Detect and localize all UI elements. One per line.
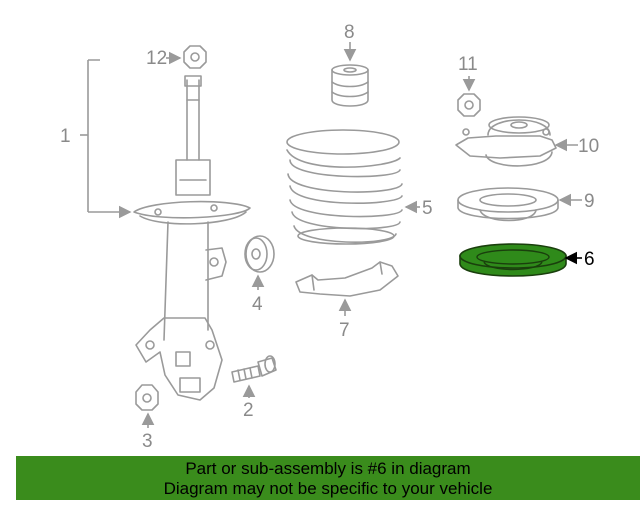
callout-6[interactable]: 6 [584, 249, 595, 270]
callout-1[interactable]: 1 [60, 126, 71, 147]
insulator-7-part[interactable] [295, 261, 399, 297]
callout-3[interactable]: 3 [142, 431, 153, 452]
callout-7[interactable]: 7 [339, 320, 350, 341]
coil-spring-5-part[interactable] [286, 129, 403, 245]
bushing-4-part[interactable] [244, 235, 275, 273]
callout-12[interactable]: 12 [146, 48, 167, 69]
nut-11-part[interactable] [457, 93, 481, 117]
nut-12-part[interactable] [183, 45, 207, 69]
strut-assembly-part[interactable] [133, 75, 251, 401]
parts-diagram: 1 12 2 3 4 5 [60, 22, 599, 452]
strut-mount-10-part[interactable] [455, 116, 557, 167]
banner-line-1: Part or sub-assembly is #6 in diagram [185, 459, 471, 478]
nut-3-part[interactable] [135, 384, 159, 411]
bump-stop-8-part[interactable] [331, 64, 369, 107]
callout-4[interactable]: 4 [252, 294, 263, 315]
callout-5[interactable]: 5 [422, 198, 433, 219]
info-banner: Part or sub-assembly is #6 in diagram Di… [16, 456, 640, 500]
bolt-2-part[interactable] [231, 355, 277, 383]
callout-2[interactable]: 2 [243, 400, 254, 421]
callout-8[interactable]: 8 [344, 22, 355, 43]
banner-line-2: Diagram may not be specific to your vehi… [163, 479, 493, 498]
callout-10[interactable]: 10 [578, 136, 599, 157]
callout-9[interactable]: 9 [584, 191, 595, 212]
bearing-9-part[interactable] [457, 187, 559, 222]
spring-seat-6-part[interactable] [459, 243, 567, 277]
callout-11[interactable]: 11 [458, 54, 478, 75]
